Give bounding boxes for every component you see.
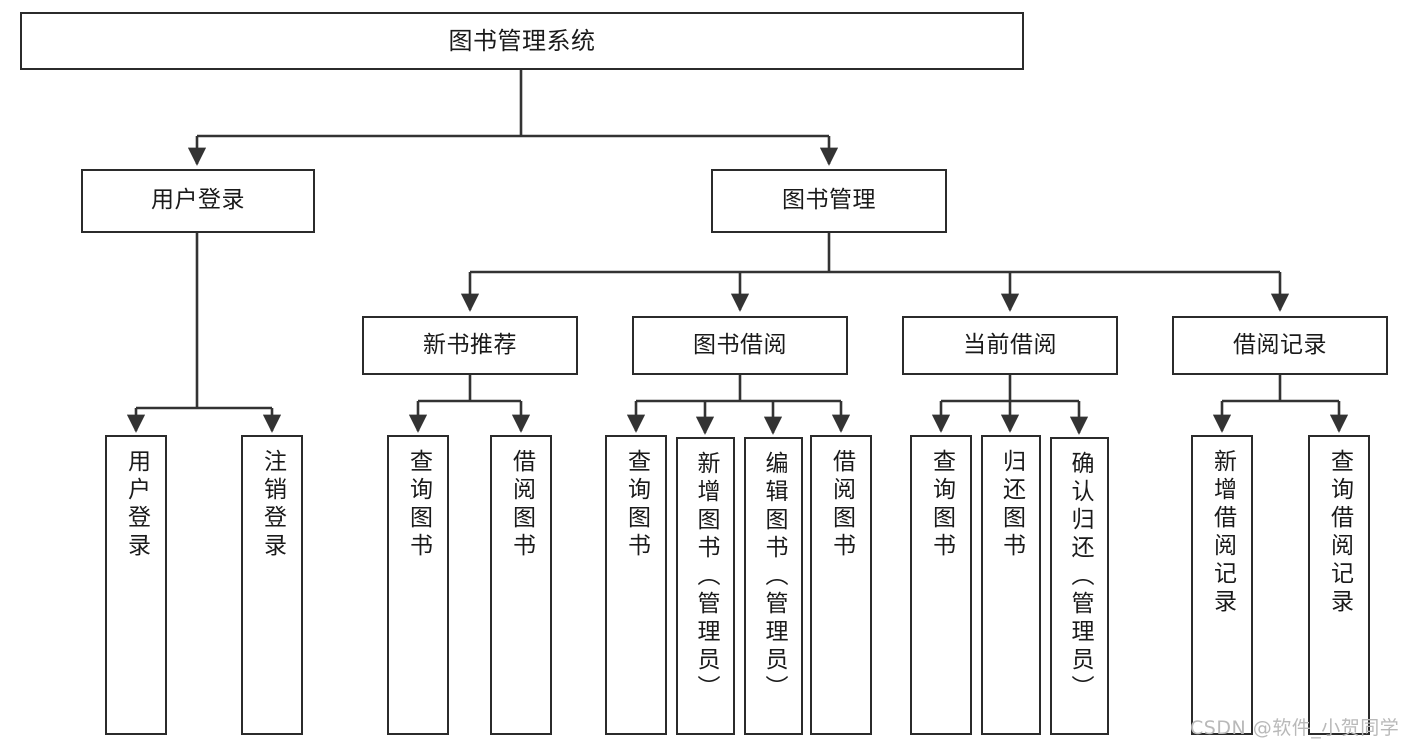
node-label: 当前借阅 (963, 331, 1057, 358)
node-label: 确认归还（管理员） (1067, 451, 1093, 703)
node-label: 查询借阅记录 (1326, 449, 1353, 617)
node-leaf-borrow-book-newbook[interactable]: 借阅图书 (490, 435, 552, 735)
node-label: 借阅图书 (508, 449, 535, 561)
node-leaf-query-book-borrow[interactable]: 查询图书 (605, 435, 667, 735)
node-label: 新增借阅记录 (1209, 449, 1236, 617)
csdn-watermark: CSDN @软件_小贺同学 (1190, 717, 1400, 739)
node-label: 用户登录 (151, 187, 245, 214)
node-leaf-logout[interactable]: 注销登录 (241, 435, 303, 735)
node-label: 注销登录 (259, 449, 286, 561)
node-label: 借阅记录 (1233, 331, 1327, 358)
node-borrowing-records[interactable]: 借阅记录 (1172, 316, 1388, 375)
node-leaf-confirm-return-admin[interactable]: 确认归还（管理员） (1050, 437, 1109, 735)
node-label: 图书管理 (782, 187, 876, 214)
node-leaf-query-borrow-record[interactable]: 查询借阅记录 (1308, 435, 1370, 735)
node-leaf-borrow-book[interactable]: 借阅图书 (810, 435, 872, 735)
node-label: 查询图书 (928, 449, 955, 561)
node-label: 图书管理系统 (448, 26, 596, 55)
node-label: 查询图书 (623, 449, 650, 561)
node-label: 编辑图书（管理员） (761, 451, 787, 703)
node-label: 新增图书（管理员） (693, 451, 719, 703)
node-leaf-query-book-current[interactable]: 查询图书 (910, 435, 972, 735)
node-leaf-user-login[interactable]: 用户登录 (105, 435, 167, 735)
node-current-borrowing[interactable]: 当前借阅 (902, 316, 1118, 375)
node-label: 图书借阅 (693, 331, 787, 358)
node-leaf-edit-book-admin[interactable]: 编辑图书（管理员） (744, 437, 803, 735)
node-leaf-add-borrow-record[interactable]: 新增借阅记录 (1191, 435, 1253, 735)
node-label: 归还图书 (998, 449, 1025, 561)
node-new-book-recommendation[interactable]: 新书推荐 (362, 316, 578, 375)
node-label: 用户登录 (123, 449, 150, 561)
node-book-management[interactable]: 图书管理 (711, 169, 947, 233)
node-user-login[interactable]: 用户登录 (81, 169, 315, 233)
node-book-borrowing[interactable]: 图书借阅 (632, 316, 848, 375)
node-root-book-management-system[interactable]: 图书管理系统 (20, 12, 1024, 70)
node-leaf-add-book-admin[interactable]: 新增图书（管理员） (676, 437, 735, 735)
node-label: 新书推荐 (423, 331, 517, 358)
node-label: 借阅图书 (828, 449, 855, 561)
node-leaf-return-book[interactable]: 归还图书 (981, 435, 1041, 735)
node-label: 查询图书 (405, 449, 432, 561)
node-leaf-query-book-newbook[interactable]: 查询图书 (387, 435, 449, 735)
